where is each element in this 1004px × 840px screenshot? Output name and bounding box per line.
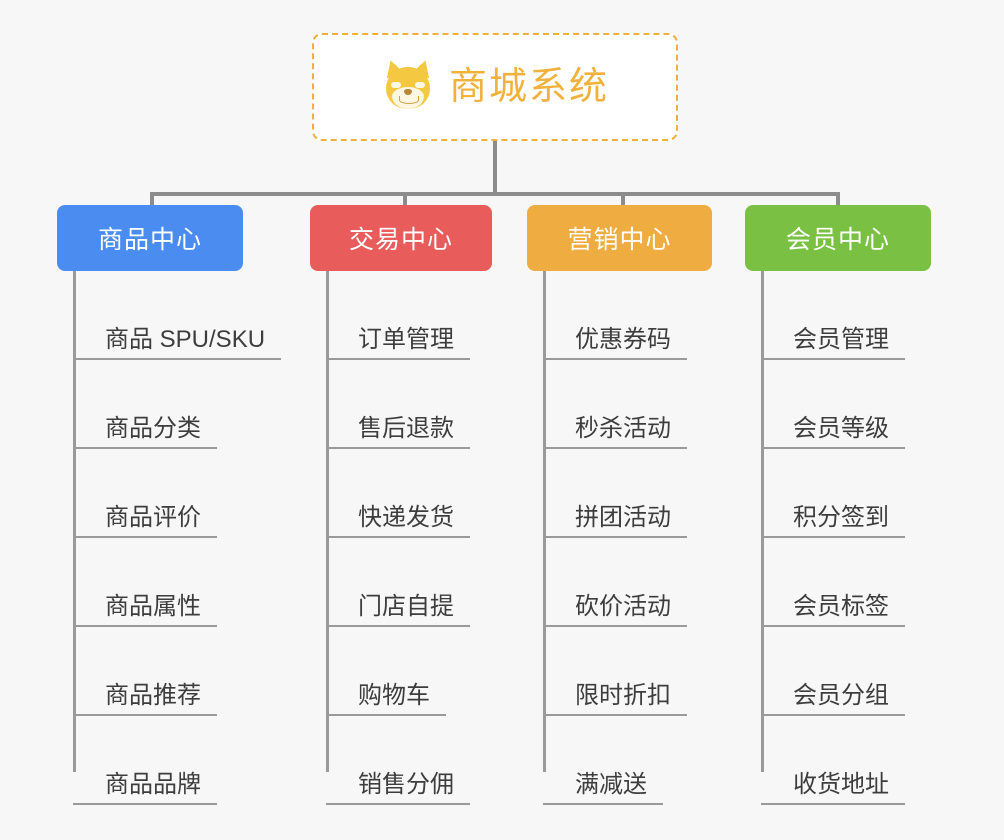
leaf-label: 限时折扣 — [543, 682, 687, 716]
list-item[interactable]: 商品品牌 — [57, 716, 243, 805]
list-item[interactable]: 优惠券码 — [527, 271, 712, 360]
leaf-label: 优惠券码 — [543, 326, 687, 360]
leaf-label: 会员标签 — [761, 593, 905, 627]
leaf-list-marketing-center: 优惠券码 秒杀活动 拼团活动 砍价活动 限时折扣 满减送 — [527, 271, 712, 805]
column-member-center: 会员中心 会员管理 会员等级 积分签到 会员标签 会员分组 收货地址 — [745, 205, 931, 805]
category-header-member-center[interactable]: 会员中心 — [745, 205, 931, 271]
category-header-product-center[interactable]: 商品中心 — [57, 205, 243, 271]
connector-drop-product — [150, 192, 154, 210]
list-item[interactable]: 商品分类 — [57, 360, 243, 449]
category-header-trade-center[interactable]: 交易中心 — [310, 205, 492, 271]
connector-drop-member — [836, 192, 840, 210]
connector-drop-trade — [403, 192, 407, 210]
shiba-dog-icon — [381, 57, 435, 114]
column-marketing-center: 营销中心 优惠券码 秒杀活动 拼团活动 砍价活动 限时折扣 满减送 — [527, 205, 712, 805]
leaf-label: 售后退款 — [326, 415, 470, 449]
list-item[interactable]: 商品属性 — [57, 538, 243, 627]
list-item[interactable]: 积分签到 — [745, 449, 931, 538]
leaf-label: 会员等级 — [761, 415, 905, 449]
leaf-list-member-center: 会员管理 会员等级 积分签到 会员标签 会员分组 收货地址 — [745, 271, 931, 805]
category-header-marketing-center[interactable]: 营销中心 — [527, 205, 712, 271]
list-item[interactable]: 收货地址 — [745, 716, 931, 805]
list-item[interactable]: 门店自提 — [310, 538, 492, 627]
list-item[interactable]: 快递发货 — [310, 449, 492, 538]
column-rail — [326, 271, 329, 772]
root-node-shop-system[interactable]: 商城系统 — [312, 33, 678, 141]
leaf-label: 商品品牌 — [73, 771, 217, 805]
leaf-label: 销售分佣 — [326, 771, 470, 805]
list-item[interactable]: 商品评价 — [57, 449, 243, 538]
list-item[interactable]: 销售分佣 — [310, 716, 492, 805]
list-item[interactable]: 满减送 — [527, 716, 712, 805]
leaf-label: 拼团活动 — [543, 504, 687, 538]
connector-horizontal-bus — [150, 192, 840, 196]
leaf-label: 商品 SPU/SKU — [73, 326, 282, 360]
leaf-label: 商品属性 — [73, 593, 217, 627]
leaf-label: 商品推荐 — [73, 682, 217, 716]
list-item[interactable]: 购物车 — [310, 627, 492, 716]
category-label: 会员中心 — [785, 226, 890, 254]
column-rail — [73, 271, 76, 772]
leaf-label: 会员分组 — [761, 682, 905, 716]
leaf-label: 订单管理 — [326, 326, 470, 360]
list-item[interactable]: 会员标签 — [745, 538, 931, 627]
list-item[interactable]: 售后退款 — [310, 360, 492, 449]
leaf-list-product-center: 商品 SPU/SKU 商品分类 商品评价 商品属性 商品推荐 商品品牌 — [57, 271, 282, 805]
leaf-label: 商品分类 — [73, 415, 217, 449]
column-rail — [761, 271, 764, 772]
leaf-label: 秒杀活动 — [543, 415, 687, 449]
leaf-label: 快递发货 — [326, 504, 470, 538]
category-label: 营销中心 — [567, 226, 672, 254]
connector-drop-marketing — [621, 192, 625, 210]
leaf-list-trade-center: 订单管理 售后退款 快递发货 门店自提 购物车 销售分佣 — [310, 271, 492, 805]
leaf-label: 积分签到 — [761, 504, 905, 538]
root-node-label: 商城系统 — [448, 66, 609, 108]
leaf-label: 满减送 — [543, 771, 663, 805]
list-item[interactable]: 会员管理 — [745, 271, 931, 360]
list-item[interactable]: 拼团活动 — [527, 449, 712, 538]
leaf-label: 会员管理 — [761, 326, 905, 360]
list-item[interactable]: 秒杀活动 — [527, 360, 712, 449]
column-rail — [543, 271, 546, 772]
list-item[interactable]: 订单管理 — [310, 271, 492, 360]
leaf-label: 门店自提 — [326, 593, 470, 627]
category-label: 交易中心 — [348, 226, 453, 254]
list-item[interactable]: 砍价活动 — [527, 538, 712, 627]
category-label: 商品中心 — [97, 226, 202, 254]
leaf-label: 购物车 — [326, 682, 446, 716]
list-item[interactable]: 商品推荐 — [57, 627, 243, 716]
leaf-label: 砍价活动 — [543, 593, 687, 627]
list-item[interactable]: 会员分组 — [745, 627, 931, 716]
column-trade-center: 交易中心 订单管理 售后退款 快递发货 门店自提 购物车 销售分佣 — [310, 205, 492, 805]
column-product-center: 商品中心 商品 SPU/SKU 商品分类 商品评价 商品属性 商品推荐 商品品牌 — [57, 205, 282, 805]
leaf-label: 商品评价 — [73, 504, 217, 538]
list-item[interactable]: 会员等级 — [745, 360, 931, 449]
list-item[interactable]: 限时折扣 — [527, 627, 712, 716]
list-item[interactable]: 商品 SPU/SKU — [57, 271, 282, 360]
leaf-label: 收货地址 — [761, 771, 905, 805]
connector-root-stem — [493, 141, 497, 196]
